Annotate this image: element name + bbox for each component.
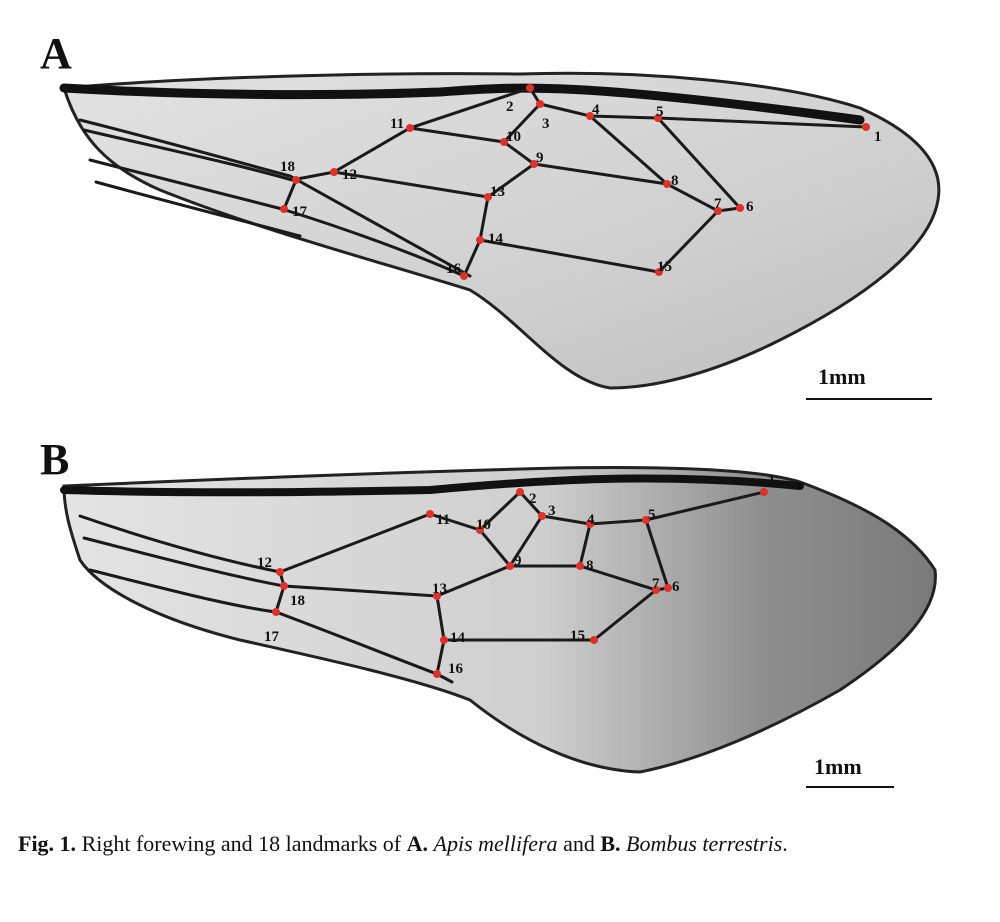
landmark-dot — [586, 520, 594, 528]
wing-a-costa — [59, 83, 865, 125]
caption-label-a: A. — [406, 831, 429, 856]
landmark-label: 8 — [586, 558, 594, 574]
landmark-dot — [433, 592, 441, 600]
landmark-label: 13 — [432, 581, 447, 597]
landmark-label: 8 — [671, 173, 679, 189]
landmark-dot — [330, 168, 338, 176]
landmark-dot — [862, 123, 870, 131]
landmark-label: 15 — [570, 628, 585, 644]
landmark-label: 17 — [292, 204, 308, 220]
landmark-dot — [663, 180, 671, 188]
landmark-label: 10 — [476, 517, 491, 533]
landmark-label: 1 — [874, 129, 882, 145]
landmark-label: 12 — [257, 555, 272, 571]
landmark-dot — [760, 488, 768, 496]
landmark-dot — [426, 510, 434, 518]
landmark-label: 2 — [506, 99, 514, 115]
caption-fig-label: Fig. 1. — [18, 831, 77, 856]
landmark-label: 4 — [592, 102, 600, 118]
landmark-dot — [476, 526, 484, 534]
landmark-dot — [476, 236, 484, 244]
landmark-label: 6 — [672, 579, 680, 595]
landmark-label: 16 — [448, 661, 464, 677]
landmark-label: 1 — [768, 473, 776, 489]
landmark-dot — [292, 176, 300, 184]
landmark-dot — [280, 582, 288, 590]
landmark-label: 14 — [488, 231, 504, 247]
landmark-label: 15 — [657, 259, 672, 275]
landmark-label: 18 — [290, 593, 305, 609]
landmark-dot — [538, 512, 546, 520]
landmark-dot — [536, 100, 544, 108]
caption-label-b: B. — [600, 831, 621, 856]
panel-letter-a: A — [40, 29, 72, 78]
landmark-dot — [500, 138, 508, 146]
landmark-dot — [530, 160, 538, 168]
landmark-dot — [526, 84, 534, 92]
landmark-label: 9 — [514, 553, 522, 569]
landmark-dot — [586, 112, 594, 120]
landmark-label: 18 — [280, 159, 295, 175]
landmark-label: 6 — [746, 199, 754, 215]
panel-letter-b: B — [40, 435, 70, 484]
landmark-label: 10 — [506, 129, 521, 145]
landmark-label: 12 — [342, 167, 357, 183]
landmark-label: 16 — [446, 261, 462, 277]
landmark-dot — [590, 636, 598, 644]
landmark-dot — [655, 268, 663, 276]
caption-conjunction: and — [563, 831, 595, 856]
landmark-label: 3 — [542, 116, 550, 132]
landmark-dot — [506, 562, 514, 570]
landmark-dot — [440, 636, 448, 644]
landmark-dot — [576, 562, 584, 570]
wing-b-membrane — [62, 466, 937, 774]
landmark-dot — [516, 488, 524, 496]
landmark-dot — [460, 272, 468, 280]
landmark-dot — [433, 670, 441, 678]
landmark-label: 14 — [450, 630, 466, 646]
scale-bar-b — [806, 786, 894, 788]
landmark-label: 11 — [390, 116, 404, 132]
landmark-dot — [642, 516, 650, 524]
landmark-dot — [652, 586, 660, 594]
landmark-label: 17 — [264, 629, 280, 645]
landmark-dot — [736, 204, 744, 212]
landmark-label: 11 — [436, 512, 450, 528]
figure-caption: Fig. 1. Right forewing and 18 landmarks … — [18, 826, 962, 862]
scale-label-a: 1mm — [818, 364, 866, 389]
landmark-label: 7 — [652, 576, 660, 592]
landmark-dot — [272, 608, 280, 616]
landmark-label: 2 — [529, 491, 537, 507]
landmark-label: 7 — [714, 196, 722, 212]
landmark-dot — [664, 584, 672, 592]
caption-end: . — [782, 831, 788, 856]
wing-b-costa — [60, 474, 804, 497]
wing-a-membrane — [62, 71, 941, 390]
landmark-label: 5 — [648, 507, 656, 523]
landmark-label: 3 — [548, 503, 556, 519]
scale-label-b: 1mm — [814, 754, 862, 779]
scale-bar-a — [806, 398, 932, 400]
caption-species-a: Apis mellifera — [433, 831, 558, 856]
landmark-dot — [406, 124, 414, 132]
landmark-dot — [654, 114, 662, 122]
landmark-dot — [276, 568, 284, 576]
landmark-label: 13 — [490, 184, 505, 200]
landmark-label: 4 — [587, 512, 595, 528]
caption-species-b: Bombus terrestris — [626, 831, 783, 856]
landmark-dot — [280, 205, 288, 213]
landmark-label: 5 — [656, 104, 664, 120]
landmark-label: 9 — [536, 150, 544, 166]
landmark-dot — [714, 207, 722, 215]
landmark-dot — [484, 193, 492, 201]
caption-text: Right forewing and 18 landmarks of — [81, 831, 402, 856]
